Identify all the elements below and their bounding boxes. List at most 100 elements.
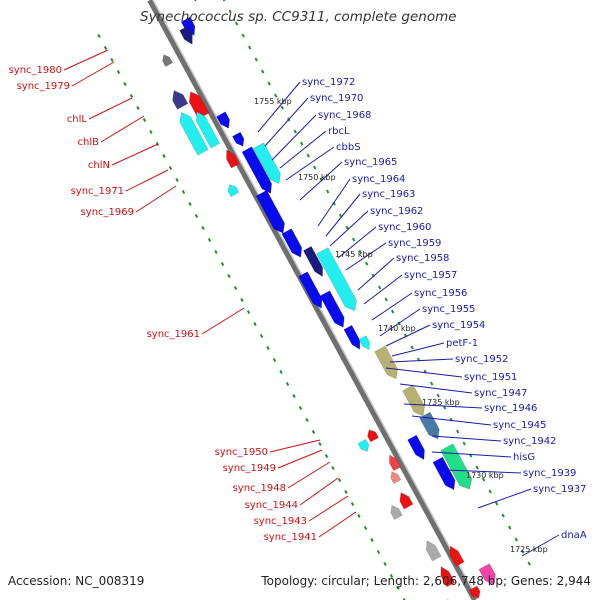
leader-line (445, 469, 522, 474)
tick-dot (103, 46, 108, 51)
leader-line (521, 534, 560, 557)
gene-label-sync-1941[interactable]: sync_1941 (264, 532, 317, 543)
gene-label-sync-1968[interactable]: sync_1968 (318, 110, 371, 121)
gene-label-sync-1969[interactable]: sync_1969 (81, 207, 134, 218)
gene-label-chlb[interactable]: chlB (78, 137, 100, 148)
tick-marks (97, 0, 531, 600)
tick-dot (222, 0, 226, 2)
leader-line (403, 403, 483, 409)
leader-line (391, 342, 445, 357)
gene-arrow (399, 492, 414, 510)
gene-arrow (402, 384, 425, 417)
gene-arrow (440, 566, 456, 588)
leader-line (111, 143, 159, 166)
gene-label-sync-1960[interactable]: sync_1960 (378, 222, 431, 233)
gene-label-sync-1943[interactable]: sync_1943 (254, 516, 307, 527)
leader-line (431, 435, 502, 442)
gene-label-rbcl[interactable]: rbcL (328, 126, 350, 137)
gene-label-sync-1942[interactable]: sync_1942 (503, 436, 556, 447)
gene-label-sync-1947[interactable]: sync_1947 (474, 388, 527, 399)
gene-label-chll[interactable]: chlL (67, 114, 88, 125)
tick-dot (494, 501, 499, 506)
gene-arrow (227, 184, 240, 198)
gene-label-sync-1980[interactable]: sync_1980 (9, 65, 62, 76)
leader-line (431, 451, 512, 458)
gene-label-sync-1964[interactable]: sync_1964 (352, 174, 405, 185)
tick-dot (410, 345, 414, 350)
tick-dot (305, 418, 309, 423)
tick-dot (110, 58, 114, 63)
gene-label-petf-1[interactable]: petF-1 (446, 338, 478, 349)
tick-dot (227, 274, 231, 279)
gene-label-sync-1958[interactable]: sync_1958 (396, 253, 449, 264)
gene-label-chln[interactable]: chlN (88, 160, 110, 171)
gene-label-sync-1970[interactable]: sync_1970 (310, 93, 363, 104)
tick-dot (527, 561, 531, 566)
gene-label-sync-1952[interactable]: sync_1952 (455, 354, 508, 365)
tick-dot (280, 105, 284, 110)
tick-dot (260, 69, 265, 74)
gene-arrow (432, 456, 456, 491)
gene-label-sync-1945[interactable]: sync_1945 (493, 420, 546, 431)
gene-arrow (226, 149, 240, 169)
tick-dot (390, 309, 395, 314)
tick-dot (384, 297, 388, 302)
gene-arrow (426, 540, 442, 562)
gene-label-sync-1957[interactable]: sync_1957 (404, 270, 457, 281)
gene-arrow (449, 545, 465, 567)
leader-line (357, 257, 395, 291)
tick-dot (266, 346, 270, 351)
leader-line (325, 193, 361, 237)
scale-label-1735: 1735 kbp (422, 398, 460, 407)
gene-label-sync-1979[interactable]: sync_1979 (17, 81, 70, 92)
gene-label-sync-1946[interactable]: sync_1946 (484, 403, 537, 414)
tick-dot (194, 214, 199, 219)
tick-dot (253, 322, 257, 327)
gene-label-sync-1965[interactable]: sync_1965 (344, 157, 397, 168)
gene-label-sync-1972[interactable]: sync_1972 (302, 77, 355, 88)
gene-arrow (419, 411, 440, 440)
gene-label-sync-1949[interactable]: sync_1949 (223, 463, 276, 474)
tick-dot (116, 70, 121, 75)
gene-label-sync-1939[interactable]: sync_1939 (523, 468, 576, 479)
leader-line (100, 115, 145, 143)
gene-arrow (255, 189, 285, 234)
tick-dot (363, 526, 368, 531)
gene-label-sync-1951[interactable]: sync_1951 (464, 372, 517, 383)
tick-dot (129, 94, 134, 99)
tick-dot (377, 285, 382, 290)
gene-label-sync-1948[interactable]: sync_1948 (233, 483, 286, 494)
gene-label-dnaa[interactable]: dnaA (561, 530, 587, 541)
gene-label-sync-1937[interactable]: sync_1937 (533, 484, 586, 495)
leader-line (271, 114, 317, 161)
leader-line (257, 81, 301, 133)
tick-dot (501, 513, 505, 518)
leader-line (277, 449, 323, 469)
tick-dot (462, 441, 466, 446)
gene-label-sync-1971[interactable]: sync_1971 (71, 186, 124, 197)
gene-label-sync-1962[interactable]: sync_1962 (370, 206, 423, 217)
tick-dot (299, 141, 304, 146)
gene-label-hisg[interactable]: hisG (513, 452, 535, 463)
scale-label-1755: 1755 kbp (254, 97, 292, 106)
tick-dot (272, 358, 277, 363)
gene-label-sync-1959[interactable]: sync_1959 (388, 238, 441, 249)
tick-dot (254, 57, 258, 62)
tick-dot (337, 478, 342, 483)
gene-label-sync-1950[interactable]: sync_1950 (215, 447, 268, 458)
leader-line (269, 439, 321, 453)
gene-label-cbbs[interactable]: cbbS (336, 142, 361, 153)
gene-label-sync-1944[interactable]: sync_1944 (245, 500, 298, 511)
tick-dot (273, 93, 278, 98)
gene-label-sync-1956[interactable]: sync_1956 (414, 288, 467, 299)
tick-dot (396, 586, 400, 591)
gene-arrow (374, 345, 398, 380)
tick-dot (364, 261, 369, 266)
gene-label-sync-1954[interactable]: sync_1954 (432, 320, 485, 331)
gene-label-sync-1963[interactable]: sync_1963 (362, 189, 415, 200)
tick-dot (311, 430, 316, 435)
gene-label-sync-1961[interactable]: sync_1961 (147, 329, 200, 340)
tick-dot (142, 118, 147, 123)
gene-label-sync-1955[interactable]: sync_1955 (422, 304, 475, 315)
